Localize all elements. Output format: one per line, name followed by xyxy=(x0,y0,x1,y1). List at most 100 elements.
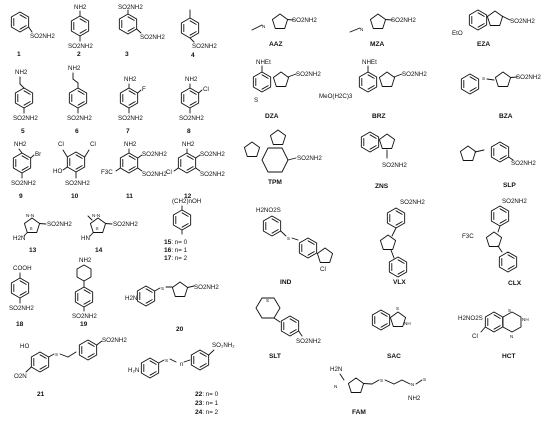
compound-6: NH2 SO2NH2 6 xyxy=(67,65,92,135)
ind-id: IND xyxy=(280,279,292,286)
c10-side: Cl xyxy=(90,141,96,148)
zns-sub: SO2NH2 xyxy=(382,162,407,169)
drug-vlx: SO2NH2 VLX xyxy=(379,199,425,286)
c8-top: NH2 xyxy=(185,76,198,83)
c1-id: 1 xyxy=(17,51,21,58)
svg-text:S: S xyxy=(30,226,33,231)
c10-extra: HO xyxy=(53,168,62,175)
c9-top: NH2 xyxy=(14,141,27,148)
c21-side: O2N xyxy=(14,373,27,380)
drug-fam: H2N N S N S NH2 FAM xyxy=(330,366,426,416)
drug-bza: S SO2NH2 BZA xyxy=(460,71,541,120)
bza-sub: SO2NH2 xyxy=(516,74,541,81)
svg-text:S: S xyxy=(266,298,269,303)
svg-text:S: S xyxy=(55,352,58,357)
compound-22-24: H₂N S n SO₂NH₂ 22: n= 0 23: n= 1 24: n= … xyxy=(128,342,235,416)
vlx-id: VLX xyxy=(393,279,406,286)
c9-side: Br xyxy=(35,151,41,158)
c4-sub: SO2NH2 xyxy=(192,43,217,50)
c9-id: 9 xyxy=(19,193,23,200)
vlx-top: SO2NH2 xyxy=(400,199,425,206)
c1-sub: SO2NH2 xyxy=(30,33,55,40)
c22-id: 22: n= 0 xyxy=(195,391,219,398)
c12-sub: SO2NH2 xyxy=(200,171,225,178)
c11-sub: SO2NH2 xyxy=(142,171,167,178)
svg-text:N: N xyxy=(510,334,513,339)
clx-top: SO2NH2 xyxy=(502,198,527,205)
c21-id: 21 xyxy=(37,391,45,398)
ind-top: H2NO2S xyxy=(256,207,281,214)
c18-top: COOH xyxy=(13,265,32,272)
drug-clx: SO2NH2 F3C CLX xyxy=(462,198,527,287)
c19-sub: SO2NH2 xyxy=(72,313,97,320)
c11-extra: F3C xyxy=(101,169,113,176)
tpm-id: TPM xyxy=(268,179,282,186)
c6-sub: SO2NH2 xyxy=(67,115,92,122)
brz-top: NHEt xyxy=(362,59,377,66)
c7-sub: SO2NH2 xyxy=(118,115,143,122)
fam-id: FAM xyxy=(352,409,366,416)
eza-sub: SO2NH2 xyxy=(510,18,535,25)
dza-top: NHEt xyxy=(256,59,271,66)
c13-side: SO2NH2 xyxy=(47,221,72,228)
compound-19: NH2 SO2NH2 19 xyxy=(72,257,97,328)
c20-id: 20 xyxy=(176,326,184,333)
c23-id: 23: n= 1 xyxy=(195,400,219,407)
svg-text:S: S xyxy=(161,286,164,291)
drug-hct: H2NO2S S NH N Cl HCT xyxy=(458,308,529,360)
c18-sub: SO2NH2 xyxy=(9,305,34,312)
c22-n: n xyxy=(180,362,183,368)
svg-text:S: S xyxy=(96,226,99,231)
c3-id: 3 xyxy=(125,51,129,58)
c21-top: SO2NH2 xyxy=(102,337,127,344)
drug-aaz: N SO2NH2 AAZ xyxy=(251,13,317,48)
zns-id: ZNS xyxy=(375,183,389,190)
fam-top: NH2 xyxy=(408,395,421,402)
svg-text:S: S xyxy=(165,358,168,363)
brz-id: BRZ xyxy=(372,113,386,120)
drug-zns: SO2NH2 ZNS xyxy=(360,131,407,190)
compound-11: NH2 SO2NH2 F3C SO2NH2 11 xyxy=(101,141,167,200)
c6-top: NH2 xyxy=(68,65,81,72)
hct-top: H2NO2S xyxy=(458,315,483,322)
tpm-sub: SO2NH2 xyxy=(297,155,322,162)
brz-extra: MeO(H2C)3 xyxy=(319,93,353,100)
c5-top: NH2 xyxy=(15,69,28,76)
compound-4: SO2NH2 4 xyxy=(180,9,217,59)
eza-extra: EtO xyxy=(452,30,463,37)
c11-side: SO2NH2 xyxy=(142,151,167,158)
slp-sub: SO2NH2 xyxy=(511,160,536,167)
svg-text:SO₂NH₂: SO₂NH₂ xyxy=(212,342,235,349)
c13-extra: H2N xyxy=(13,235,25,242)
drug-dza: NHEt SO2NH2 S DZA xyxy=(252,59,321,120)
sac-id: SAC xyxy=(387,353,401,360)
c3-top: SO2NH2 xyxy=(118,4,143,11)
c10-sub: SO2NH2 xyxy=(65,180,90,187)
slt-top: SO2NH2 xyxy=(296,338,321,345)
svg-text:S: S xyxy=(508,308,511,313)
dza-id: DZA xyxy=(265,113,279,120)
drug-ind: H2NO2S S Cl IND xyxy=(256,207,334,286)
c24-id: 24: n= 2 xyxy=(195,409,219,416)
compound-12: NH2 SO2NH2 Cl SO2NH2 12 xyxy=(166,141,225,200)
svg-text:S: S xyxy=(287,236,290,241)
c9-sub: SO2NH2 xyxy=(11,180,36,187)
svg-text:N: N xyxy=(262,24,265,29)
c20-extra: H2N xyxy=(125,295,137,302)
compound-7: NH2 F SO2NH2 7 xyxy=(118,76,146,135)
c14-side: SO2NH2 xyxy=(113,221,138,228)
svg-text:NH: NH xyxy=(404,321,411,326)
c19-id: 19 xyxy=(80,321,88,328)
hct-extra: Cl xyxy=(472,333,478,340)
c7-side: F xyxy=(142,86,146,93)
compound-8: NH2 Cl SO2NH2 8 xyxy=(179,76,209,135)
hct-id: HCT xyxy=(502,353,516,360)
drug-sac: S NH SAC xyxy=(371,306,411,360)
c15-id: 15: n= 0 xyxy=(164,239,188,246)
svg-text:S: S xyxy=(423,377,426,382)
drug-eza: SO2NH2 EtO EZA xyxy=(452,9,535,48)
svg-text:S: S xyxy=(396,306,399,311)
c14-top: N-N xyxy=(92,213,100,218)
ind-extra: Cl xyxy=(320,266,326,273)
